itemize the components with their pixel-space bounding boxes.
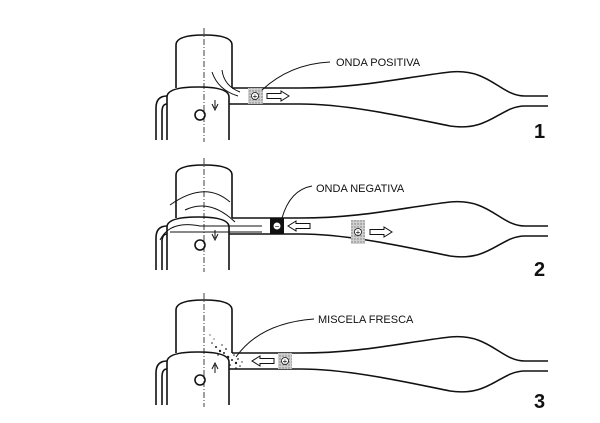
wave-direction-right-arrow-icon <box>266 90 290 102</box>
panel-1: + ONDA POSITIVA 1 <box>155 27 549 143</box>
label-onda-positiva: ONDA POSITIVA <box>336 57 421 69</box>
label-miscela-fresca: MISCELA FRESCA <box>318 314 414 326</box>
panel-3: + MISCELA FRESCA 3 <box>155 292 549 413</box>
positive-sign: + <box>253 92 258 101</box>
positive-sign: + <box>283 357 288 366</box>
negative-sign: − <box>275 222 280 231</box>
panel-number-1: 1 <box>534 121 545 143</box>
piston-down-arrow-icon <box>211 230 219 242</box>
wave-direction-left-arrow-icon <box>251 355 275 367</box>
panel-number-3: 3 <box>534 391 545 413</box>
wave-direction-right-arrow-icon <box>369 226 393 238</box>
fresh-mixture-spray <box>209 334 243 369</box>
piston-down-arrow-icon <box>211 100 219 112</box>
positive-sign: + <box>356 228 361 237</box>
leader-line <box>261 61 331 91</box>
wave-direction-left-arrow-icon <box>287 220 311 232</box>
flow-arrow <box>211 71 239 97</box>
piston-up-arrow-icon <box>211 361 219 373</box>
panel-2: − + ONDA NEGATIVA 2 <box>155 157 549 281</box>
panel-number-2: 2 <box>534 259 545 281</box>
label-onda-negativa: ONDA NEGATIVA <box>316 183 405 195</box>
leader-line <box>235 318 315 358</box>
leader-line <box>281 185 313 219</box>
